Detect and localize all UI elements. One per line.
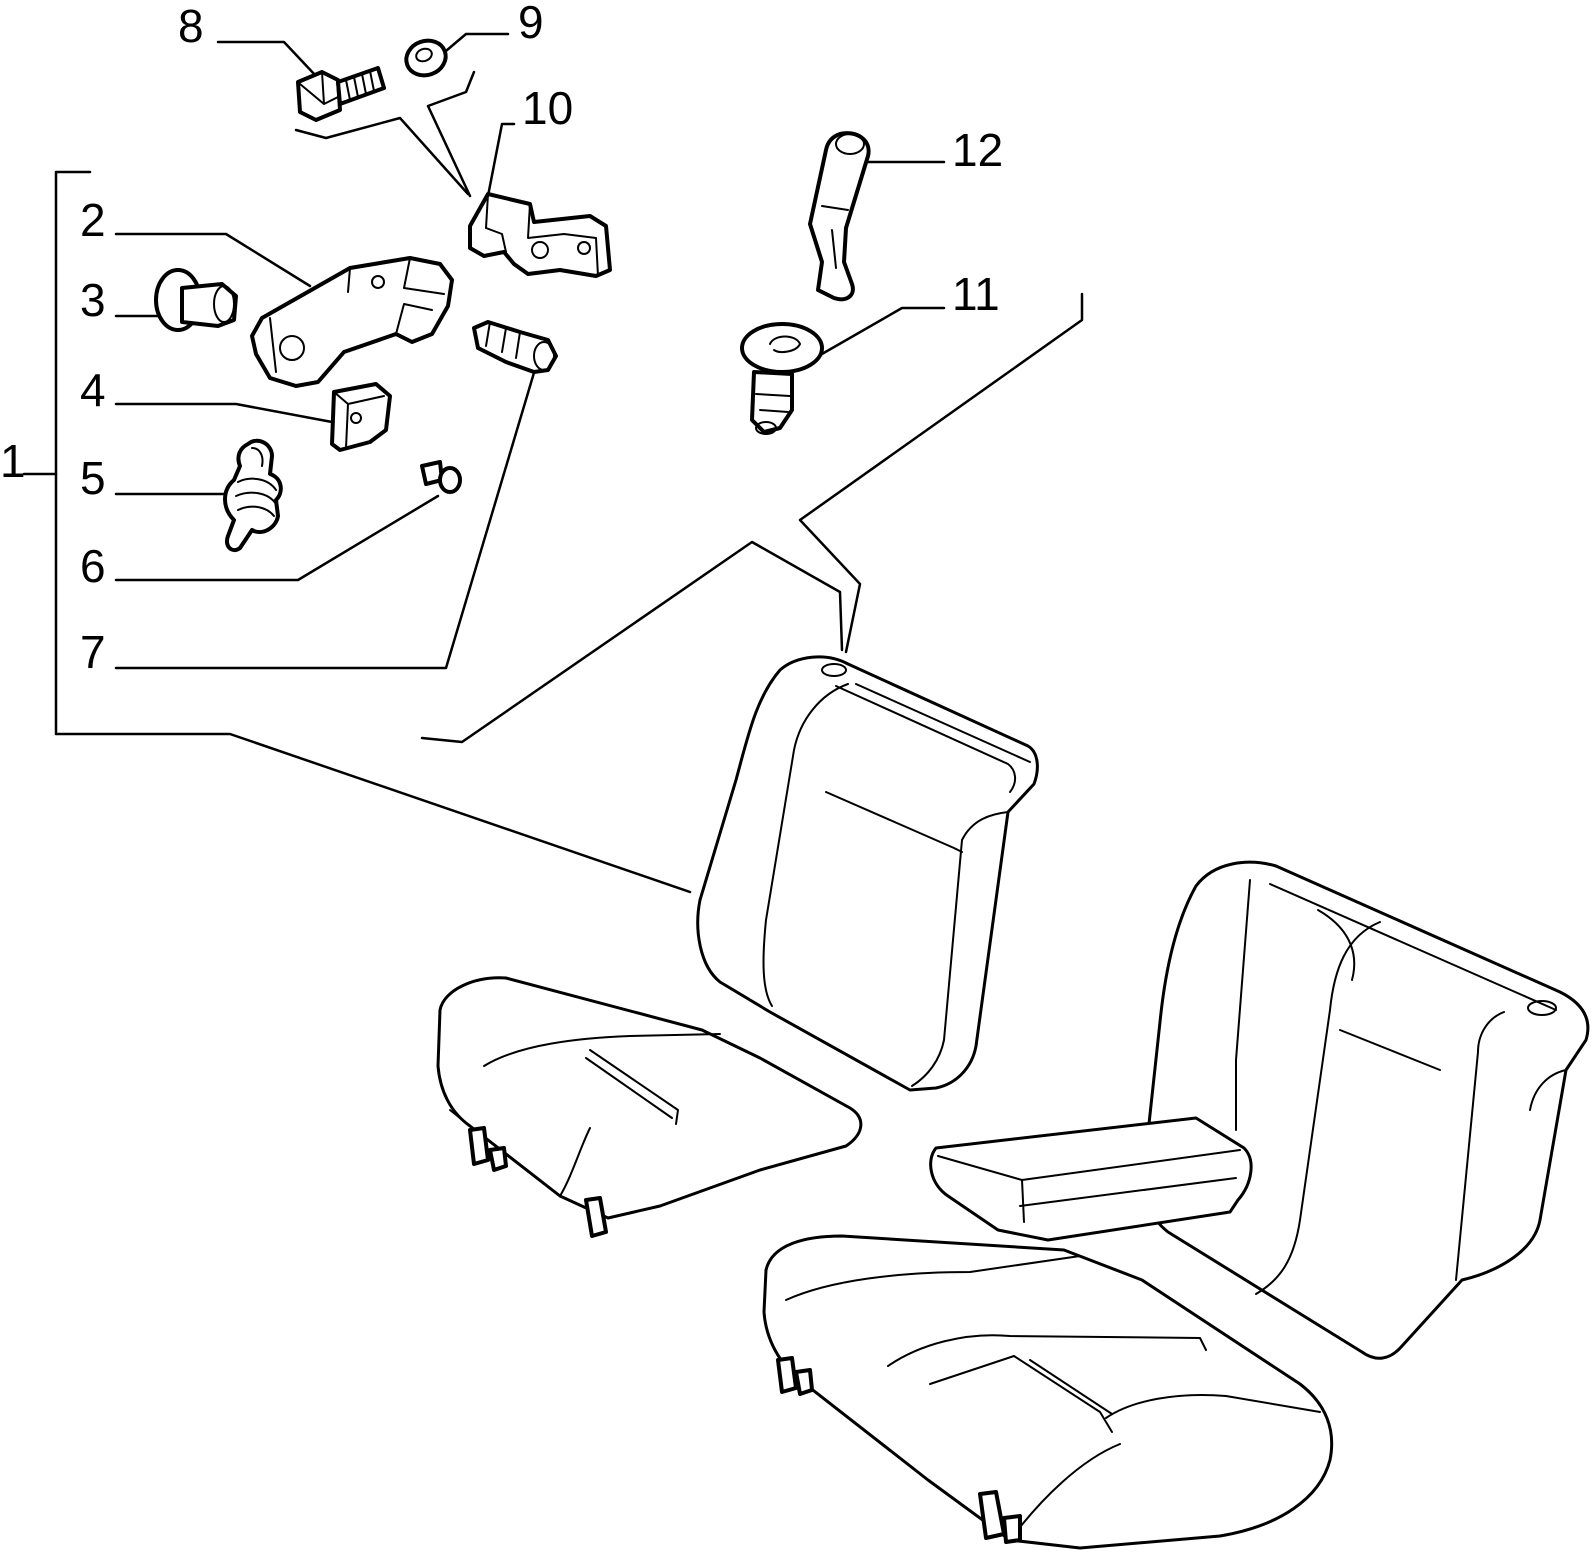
- double-seat-cushion: [762, 1234, 1334, 1550]
- leader-8-9-joint: [294, 116, 470, 196]
- double-seat-backrest: [1142, 860, 1590, 1360]
- leader-2: [114, 232, 312, 288]
- part-3-bushing: [154, 268, 238, 332]
- callout-12: 12: [952, 124, 1003, 176]
- callout-labels: 8 9 10 12 2 11 3 4 1 5 6 7: [0, 0, 1003, 678]
- part-5-spring: [223, 438, 283, 553]
- part-11-knob: [740, 322, 824, 435]
- part-9-washer: [404, 38, 448, 78]
- part-4-clip: [330, 382, 392, 452]
- leader-9: [438, 32, 510, 58]
- leader-lines: [22, 32, 1084, 894]
- callout-8: 8: [178, 0, 204, 52]
- part-12-handle: [808, 131, 871, 302]
- leader-headrest-b: [420, 540, 844, 744]
- part-6-screw: [420, 460, 462, 494]
- part-8-bolt: [296, 66, 386, 122]
- single-seat-backrest: [696, 655, 1039, 1092]
- callout-7: 7: [80, 626, 106, 678]
- callout-10: 10: [522, 82, 573, 134]
- leader-6: [114, 494, 440, 582]
- part-10-bracket: [468, 192, 612, 278]
- leader-headrest-a: [798, 292, 1084, 654]
- callout-1: 1: [0, 435, 26, 487]
- callout-6: 6: [80, 540, 106, 592]
- callout-4: 4: [80, 364, 106, 416]
- leader-4: [114, 402, 334, 424]
- leader-10: [486, 122, 516, 198]
- single-seat-cushion: [436, 976, 863, 1238]
- double-seat-armrest: [929, 1116, 1253, 1242]
- leader-8: [216, 40, 318, 78]
- leader-7: [114, 364, 538, 670]
- callout-2: 2: [80, 194, 106, 246]
- part-2-lever: [250, 256, 454, 388]
- leader-9-joint: [426, 70, 476, 198]
- callout-11: 11: [952, 268, 1000, 320]
- callout-5: 5: [80, 452, 106, 504]
- callout-3: 3: [80, 274, 106, 326]
- part-7-pin: [472, 320, 558, 374]
- bracket-1: [54, 170, 692, 894]
- leader-11: [806, 306, 946, 364]
- callout-9: 9: [518, 0, 544, 48]
